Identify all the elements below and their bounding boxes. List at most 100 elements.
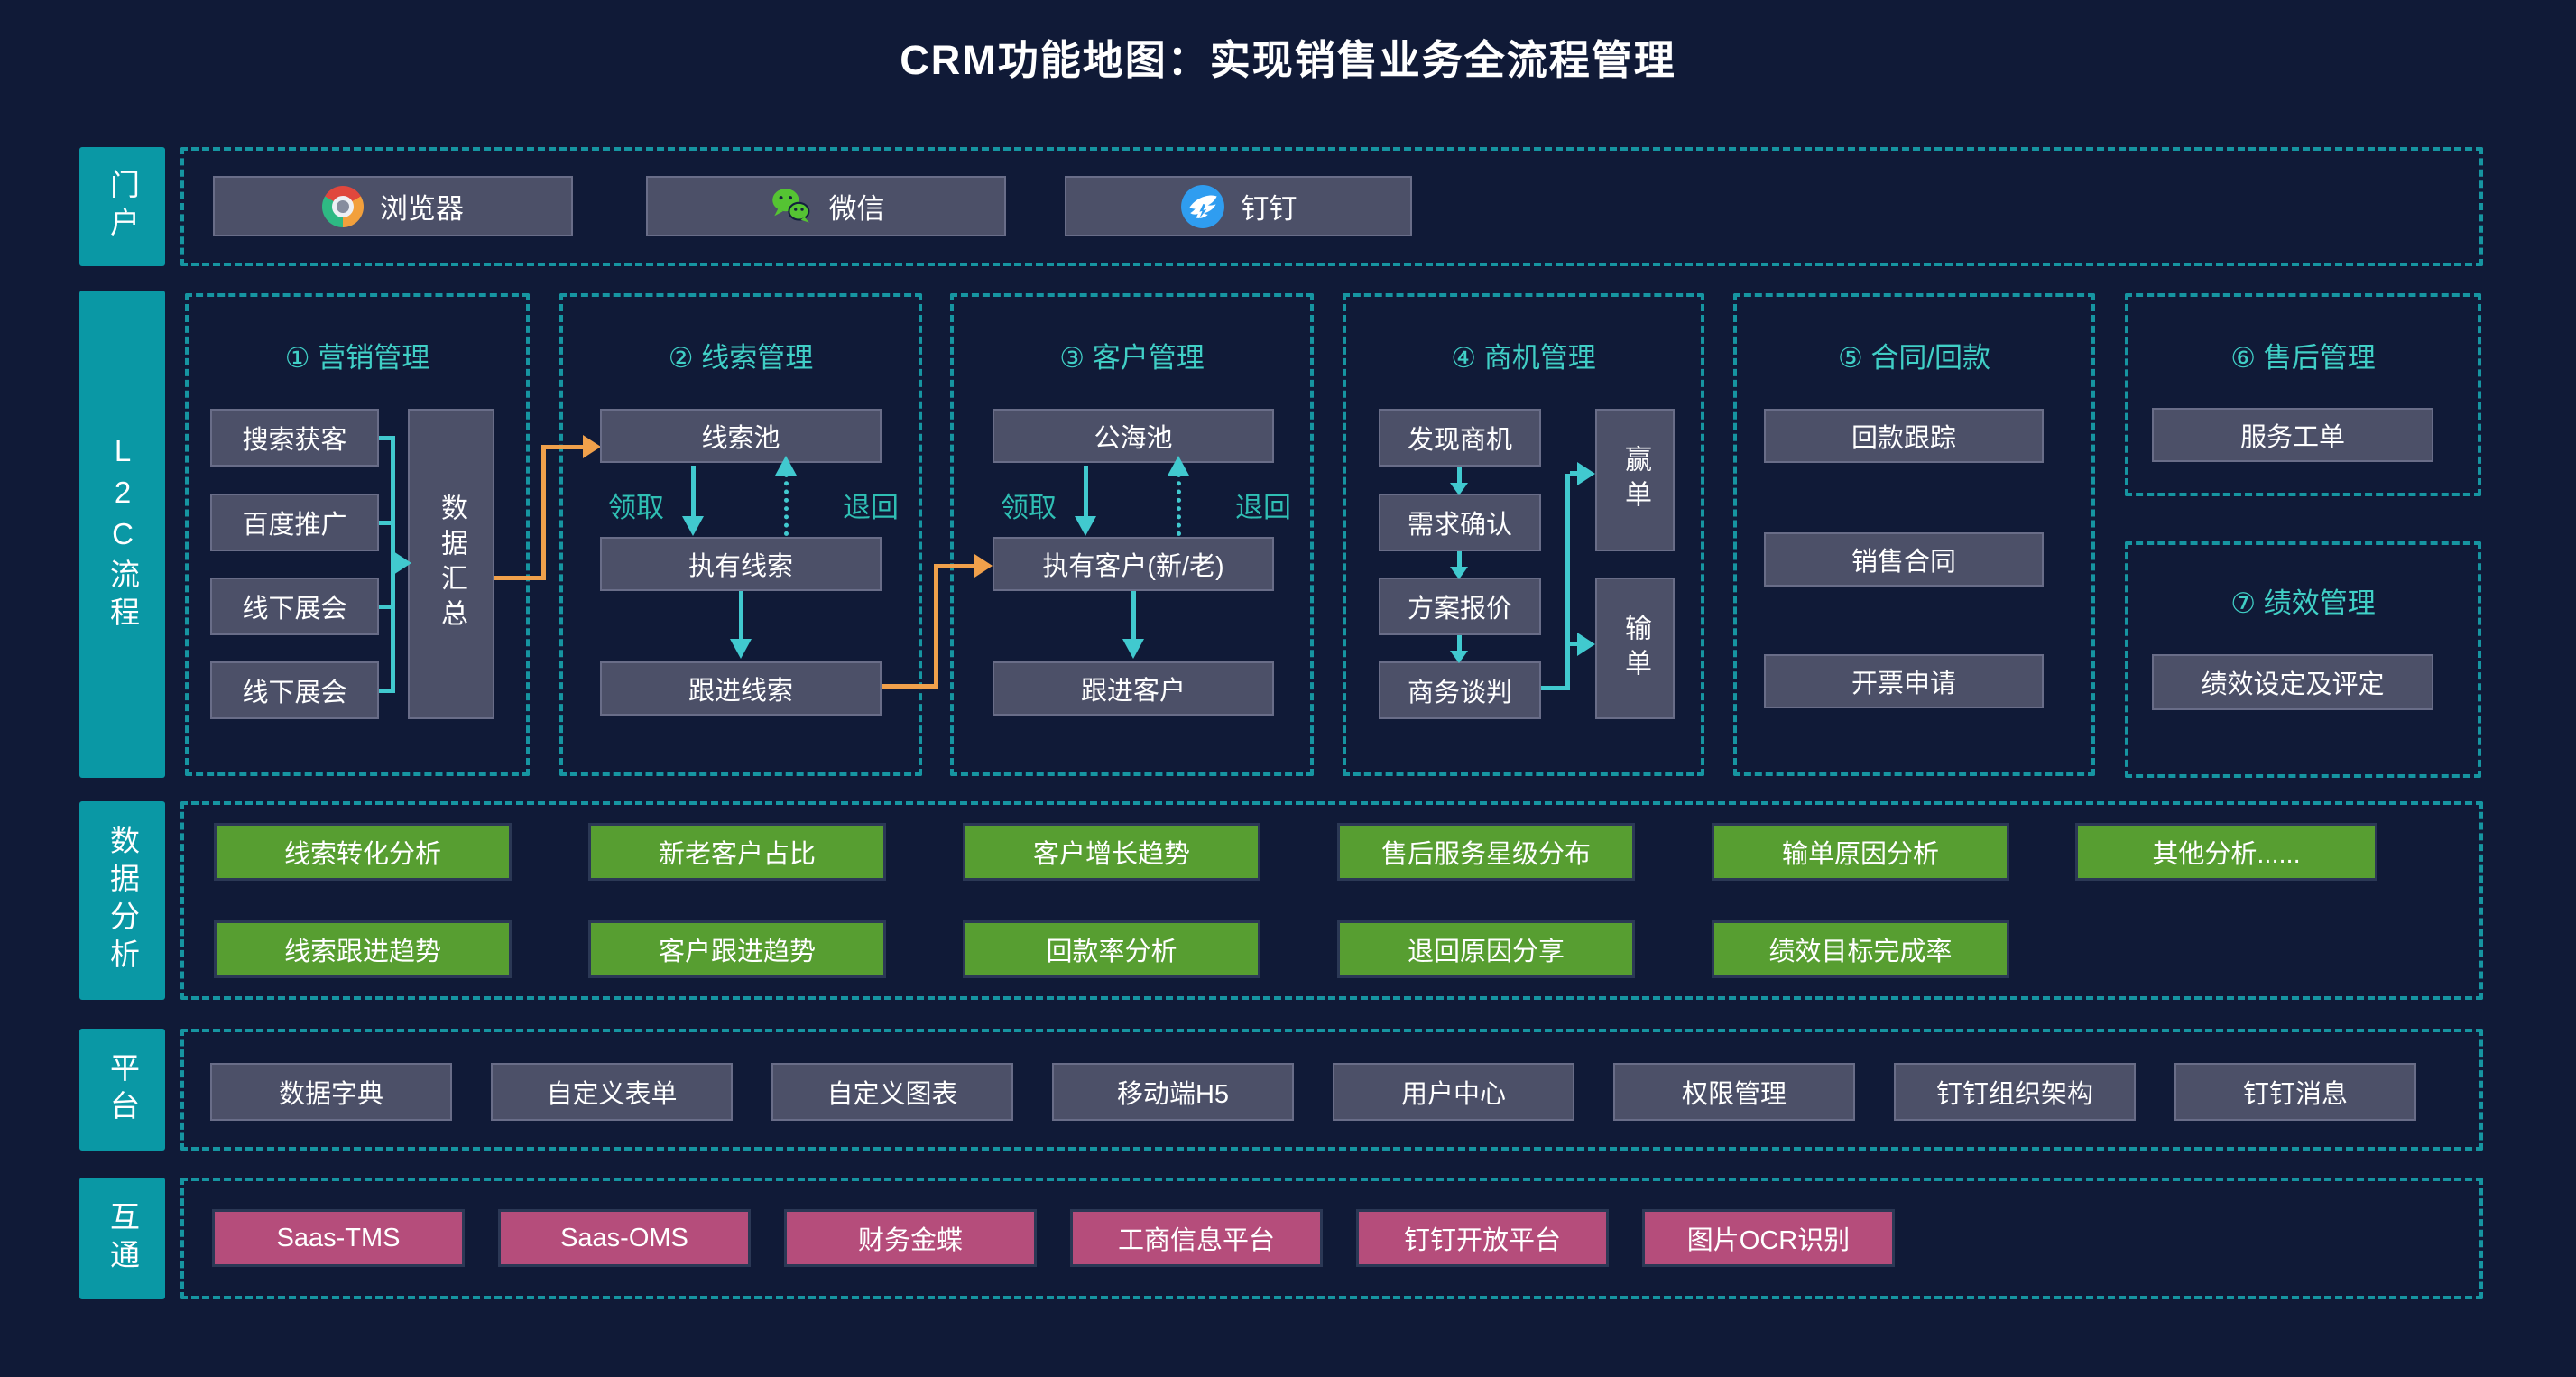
analysis-payment-rate: 回款率分析	[963, 920, 1260, 978]
orange-flow-line	[934, 564, 938, 688]
flow-line	[691, 466, 696, 516]
node-win-order: 赢单	[1595, 409, 1675, 551]
portal-item-label: 微信	[828, 193, 885, 225]
flow-line	[1570, 642, 1579, 646]
section-title-marketing: ① 营销管理	[284, 341, 430, 374]
flow-line	[379, 436, 394, 440]
platform-permission: 权限管理	[1613, 1063, 1855, 1121]
analysis-customer-follow-trend: 客户跟进趋势	[588, 920, 886, 978]
portal-item-label: 浏览器	[380, 193, 464, 225]
section-title-leads: ② 线索管理	[668, 341, 814, 374]
analysis-performance-completion: 绩效目标完成率	[1712, 920, 2009, 978]
node-data-summary: 数据汇总	[408, 409, 494, 719]
flow-line	[1131, 591, 1136, 639]
node-offline-expo-2: 线下展会	[210, 661, 379, 719]
arrow-head-right	[1577, 633, 1595, 656]
analysis-customer-growth: 客户增长趋势	[963, 823, 1260, 881]
node-invoice-request: 开票申请	[1764, 654, 2044, 708]
orange-flow-line	[494, 576, 546, 580]
platform-data-dictionary: 数据字典	[210, 1063, 452, 1121]
node-follow-leads: 跟进线索	[600, 661, 882, 716]
arrow-head-up	[775, 456, 797, 476]
analysis-new-old-ratio: 新老客户占比	[588, 823, 886, 881]
node-payment-tracking: 回款跟踪	[1764, 409, 2044, 463]
node-confirm-demand: 需求确认	[1379, 494, 1541, 551]
arrow-head-down	[1450, 567, 1468, 579]
dotted-return-line	[784, 473, 789, 536]
integration-saas-oms: Saas-OMS	[498, 1209, 751, 1267]
integration-dingtalk-open: 钉钉开放平台	[1356, 1209, 1609, 1267]
analysis-row-frame	[180, 801, 2483, 1000]
platform-mobile-h5: 移动端H5	[1052, 1063, 1294, 1121]
analysis-lead-follow-trend: 线索跟进趋势	[214, 920, 512, 978]
node-owned-customers: 执有客户(新/老)	[993, 537, 1274, 591]
dotted-return-line	[1177, 473, 1181, 536]
arrow-head-right	[1577, 462, 1595, 485]
node-lead-pool: 线索池	[600, 409, 882, 463]
section-marketing-frame	[185, 293, 530, 776]
portal-row-frame	[180, 147, 2483, 266]
flow-line	[379, 605, 394, 609]
section-contract-frame	[1733, 293, 2095, 776]
section-performance-frame	[2125, 541, 2481, 778]
orange-flow-line	[541, 445, 546, 580]
arrow-head-down	[1450, 651, 1468, 663]
page-title: CRM功能地图：实现销售业务全流程管理	[900, 37, 1676, 83]
row-label-l2c: L2C流程	[79, 291, 165, 778]
claim-label: 领取	[608, 491, 664, 523]
dingtalk-icon	[1180, 184, 1225, 229]
analysis-service-stars: 售后服务星级分布	[1337, 823, 1635, 881]
integration-kingdee-finance: 财务金蝶	[784, 1209, 1037, 1267]
flow-line	[1084, 466, 1088, 516]
row-label-analysis: 数据分析	[79, 801, 165, 1000]
section-title-customers: ③ 客户管理	[1059, 341, 1205, 374]
portal-item-browser: 浏览器	[213, 176, 573, 236]
platform-dingtalk-org: 钉钉组织架构	[1894, 1063, 2136, 1121]
arrow-head-up	[1168, 456, 1189, 476]
row-label-integration: 互通	[79, 1178, 165, 1299]
row-label-portal: 门户	[79, 147, 165, 266]
platform-dingtalk-message: 钉钉消息	[2174, 1063, 2416, 1121]
flow-line	[391, 436, 395, 693]
flow-line	[739, 591, 743, 639]
flow-line	[1457, 635, 1462, 651]
platform-custom-chart: 自定义图表	[771, 1063, 1013, 1121]
orange-arrow-head	[974, 554, 993, 578]
flow-line	[1565, 474, 1570, 690]
node-performance-setting: 绩效设定及评定	[2152, 654, 2433, 710]
arrow-head-right	[393, 551, 411, 575]
section-title-aftersales: ⑥ 售后管理	[2230, 341, 2376, 374]
node-sales-contract: 销售合同	[1764, 532, 2044, 587]
flow-line	[1541, 686, 1570, 690]
node-public-pool: 公海池	[993, 409, 1274, 463]
portal-item-wechat: 微信	[646, 176, 1006, 236]
node-find-opportunity: 发现商机	[1379, 409, 1541, 467]
node-lose-order: 输单	[1595, 578, 1675, 719]
orange-flow-line	[882, 684, 938, 688]
orange-flow-line	[541, 445, 585, 449]
node-owned-leads: 执有线索	[600, 537, 882, 591]
node-offline-expo-1: 线下展会	[210, 578, 379, 635]
section-title-opportunity: ④ 商机管理	[1451, 341, 1596, 374]
analysis-others: 其他分析......	[2075, 823, 2377, 881]
node-baidu-promotion: 百度推广	[210, 494, 379, 551]
node-quote-plan: 方案报价	[1379, 578, 1541, 635]
platform-custom-form: 自定义表单	[491, 1063, 733, 1121]
integration-ocr: 图片OCR识别	[1642, 1209, 1895, 1267]
integration-row-frame	[180, 1178, 2483, 1299]
analysis-lead-conversion: 线索转化分析	[214, 823, 512, 881]
integration-business-info: 工商信息平台	[1070, 1209, 1323, 1267]
flow-line	[379, 688, 394, 693]
arrow-head-down	[1450, 483, 1468, 495]
node-follow-customers: 跟进客户	[993, 661, 1274, 716]
section-title-performance: ⑦ 绩效管理	[2230, 587, 2376, 619]
arrow-head-down	[1075, 516, 1096, 536]
return-label: 退回	[1235, 491, 1291, 523]
analysis-return-reason: 退回原因分享	[1337, 920, 1635, 978]
platform-user-center: 用户中心	[1333, 1063, 1574, 1121]
integration-saas-tms: Saas-TMS	[212, 1209, 465, 1267]
orange-flow-line	[934, 564, 976, 568]
arrow-head-down	[730, 639, 752, 659]
claim-label: 领取	[1001, 491, 1057, 523]
